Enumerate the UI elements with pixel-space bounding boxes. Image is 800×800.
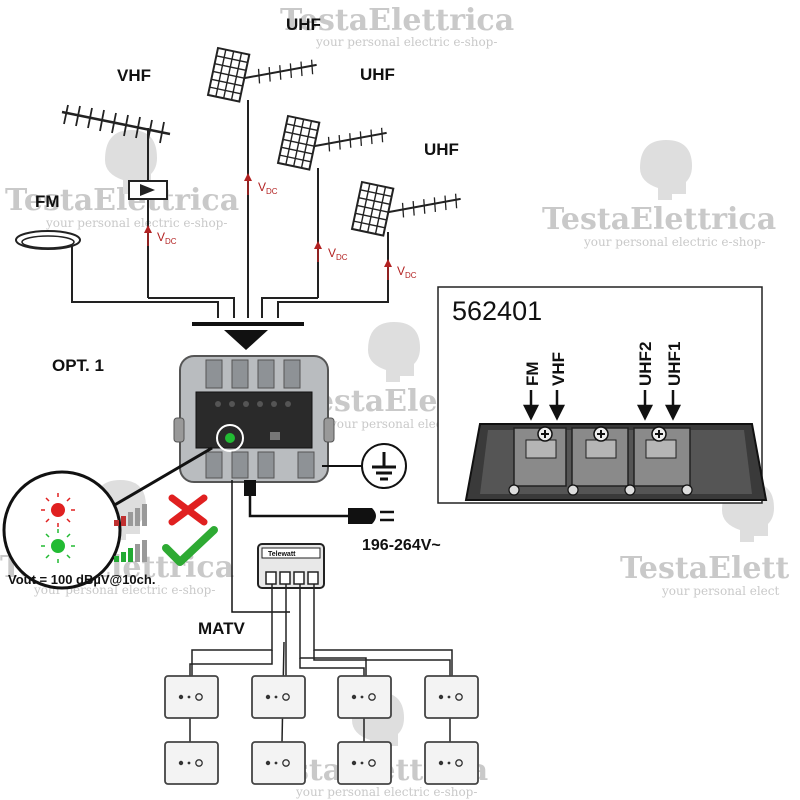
uhf-antenna-1: UHF: [206, 15, 321, 103]
vhf-preamplifier: [128, 180, 168, 200]
watermark-tagline-cropped: your personal elect: [661, 584, 779, 598]
connector-bar: [192, 322, 304, 326]
uhf-label: UHF: [360, 65, 395, 84]
socket-icon: [282, 693, 290, 701]
amplifier-triangle-icon: [140, 184, 155, 196]
vdc-indicator: VDC: [144, 225, 177, 246]
wall-outlet: [251, 675, 306, 719]
wall-outlet: [424, 675, 479, 719]
uhf-label: UHF: [424, 140, 459, 159]
vdc-indicators: VDC VDC VDC VDC: [144, 173, 417, 280]
cable-bus: [71, 297, 389, 318]
vdc-label: VDC: [397, 264, 417, 280]
uhf-label: UHF: [286, 15, 321, 34]
watermark-tagline: your personal electric e-shop-: [583, 235, 765, 249]
head-silhouette-icon: [640, 140, 692, 200]
uhf-antenna-2: UHF: [276, 65, 395, 171]
watermark-right-bottom: TestaElett your personal elect: [620, 551, 789, 598]
watermark-brand: TestaElettrica: [542, 202, 776, 237]
cross-icon: [168, 494, 208, 526]
vdc-indicator: VDC: [314, 241, 348, 262]
splitter-brand: Telewatt: [268, 551, 296, 558]
socket-icon: [195, 759, 203, 767]
head-silhouette-icon: [368, 322, 420, 382]
ground-symbol: [322, 443, 407, 489]
vhf-antenna: VHF: [61, 66, 171, 144]
vdc-label: VDC: [258, 180, 278, 196]
wall-outlet: [164, 675, 219, 719]
watermark-brand: TestaElettrica: [280, 3, 514, 38]
voltage-label: 196-264V~: [362, 537, 441, 554]
led-legend-circle: [2, 470, 122, 590]
wall-outlets: [164, 675, 479, 785]
fm-antenna: FM: [15, 192, 81, 250]
splitter: Telewatt: [257, 543, 325, 589]
watermark-right: TestaElettrica your personal electric e-…: [542, 202, 776, 249]
led-legend: Vout = 100 dBµV@10ch.: [2, 446, 218, 590]
watermark-top: TestaElettrica your personal electric e-…: [280, 3, 514, 49]
matv-output-cable: [231, 480, 290, 613]
input-label-uhf1: UHF1: [665, 342, 684, 386]
vdc-label: VDC: [157, 230, 177, 246]
power-plug: [244, 480, 394, 524]
amplifier-closeup: [464, 423, 768, 501]
model-number: 562401: [452, 296, 542, 326]
vdc-label: VDC: [328, 246, 348, 262]
vdc-indicator: VDC: [384, 259, 417, 280]
input-labels: FM VHF UHF2 UHF1: [523, 342, 684, 386]
input-label-uhf2: UHF2: [636, 342, 655, 386]
socket-icon: [195, 693, 203, 701]
wall-outlet: [424, 741, 479, 785]
input-screw-icon: [593, 426, 609, 442]
matv-label: MATV: [198, 619, 246, 638]
green-led-icon: [41, 529, 75, 563]
vhf-label: VHF: [117, 66, 151, 85]
input-screw-icon: [651, 426, 667, 442]
socket-icon: [455, 759, 463, 767]
socket-icon: [368, 759, 376, 767]
arrow-up-icon: [384, 259, 392, 267]
input-screw-icon: [537, 426, 553, 442]
watermark-left: TestaElettrica your personal electric e-…: [5, 183, 239, 230]
head-silhouette-icon: [105, 130, 157, 194]
arrow-down-icon: [224, 330, 268, 350]
input-arrows: [522, 390, 682, 421]
input-label-vhf: VHF: [549, 352, 568, 386]
watermark-tagline: your personal electric e-shop-: [45, 216, 227, 230]
watermark-brand-cropped: TestaElett: [620, 551, 789, 586]
amplifier-unit: [173, 355, 335, 483]
socket-icon: [282, 759, 290, 767]
socket-icon: [368, 693, 376, 701]
arrow-up-icon: [144, 225, 152, 233]
watermark-tagline: your personal electric e-shop-: [295, 785, 477, 799]
fm-label: FM: [35, 192, 60, 211]
input-label-fm: FM: [523, 361, 542, 386]
check-icon: [162, 526, 218, 566]
good-signal-bars-icon: [114, 540, 147, 562]
vout-label: Vout = 100 dBµV@10ch.: [8, 572, 155, 587]
watermark-tagline: your personal electric e-shop-: [315, 35, 497, 49]
arrow-up-icon: [314, 241, 322, 249]
socket-icon: [455, 693, 463, 701]
vdc-indicator: VDC: [244, 173, 278, 196]
uhf-antenna-3: UHF: [350, 140, 461, 237]
wall-outlet: [164, 741, 219, 785]
wall-outlet: [337, 675, 392, 719]
watermark-brand: TestaElettrica: [5, 183, 239, 218]
low-signal-bars-icon: [114, 504, 147, 526]
option-label: OPT. 1: [52, 356, 104, 375]
inset-panel: 562401 FM VHF UHF2 UHF1: [437, 286, 768, 504]
wall-outlet: [251, 741, 306, 785]
red-led-icon: [41, 493, 75, 527]
arrow-up-icon: [244, 173, 252, 181]
power-led-icon: [225, 433, 235, 443]
wall-outlet: [337, 741, 392, 785]
distribution-cables: [189, 584, 453, 743]
